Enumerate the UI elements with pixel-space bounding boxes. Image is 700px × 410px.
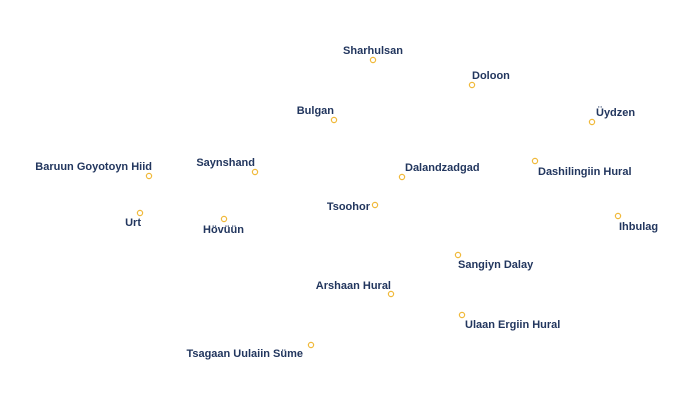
place-marker-ulaan-ergiin-hural[interactable]: [458, 311, 466, 319]
place-label-dashilingiin-hural: Dashilingiin Hural: [538, 166, 632, 178]
place-marker-uydzen[interactable]: [588, 118, 596, 126]
place-label-arshaan-hural: Arshaan Hural: [316, 280, 391, 292]
place-marker-hovuun[interactable]: [220, 215, 228, 223]
place-marker-sangiyn-dalay[interactable]: [454, 251, 462, 259]
place-marker-sharhulsan[interactable]: [369, 56, 377, 64]
place-marker-ihbulag[interactable]: [614, 212, 622, 220]
place-label-hovuun: Hövüün: [203, 224, 244, 236]
place-label-urt: Urt: [125, 217, 141, 229]
place-marker-tsagaan-uulaiin-sume[interactable]: [307, 341, 315, 349]
place-label-bulgan: Bulgan: [297, 105, 335, 117]
place-label-ihbulag: Ihbulag: [619, 221, 658, 233]
place-label-tsagaan-uulaiin-sume: Tsagaan Uulaiin Süme: [186, 348, 303, 360]
place-label-sangiyn-dalay: Sangiyn Dalay: [458, 259, 534, 271]
place-label-saynshand: Saynshand: [196, 157, 255, 169]
place-marker-dalandzadgad[interactable]: [398, 173, 406, 181]
place-marker-urt[interactable]: [136, 209, 144, 217]
place-label-tsoohor: Tsoohor: [327, 201, 371, 213]
place-label-sharhulsan: Sharhulsan: [343, 45, 403, 57]
place-label-uydzen: Üydzen: [596, 106, 635, 119]
place-label-ulaan-ergiin-hural: Ulaan Ergiin Hural: [465, 319, 560, 331]
place-marker-doloon[interactable]: [468, 81, 476, 89]
place-marker-arshaan-hural[interactable]: [387, 290, 395, 298]
place-label-doloon: Doloon: [472, 70, 510, 82]
place-marker-saynshand[interactable]: [251, 168, 259, 176]
place-marker-dashilingiin-hural[interactable]: [531, 157, 539, 165]
place-marker-baruun-goyotoyn-hiid[interactable]: [145, 172, 153, 180]
place-marker-bulgan[interactable]: [330, 116, 338, 124]
place-label-dalandzadgad: Dalandzadgad: [405, 162, 480, 174]
place-marker-tsoohor[interactable]: [371, 201, 379, 209]
place-label-baruun-goyotoyn-hiid: Baruun Goyotoyn Hiid: [35, 161, 152, 173]
